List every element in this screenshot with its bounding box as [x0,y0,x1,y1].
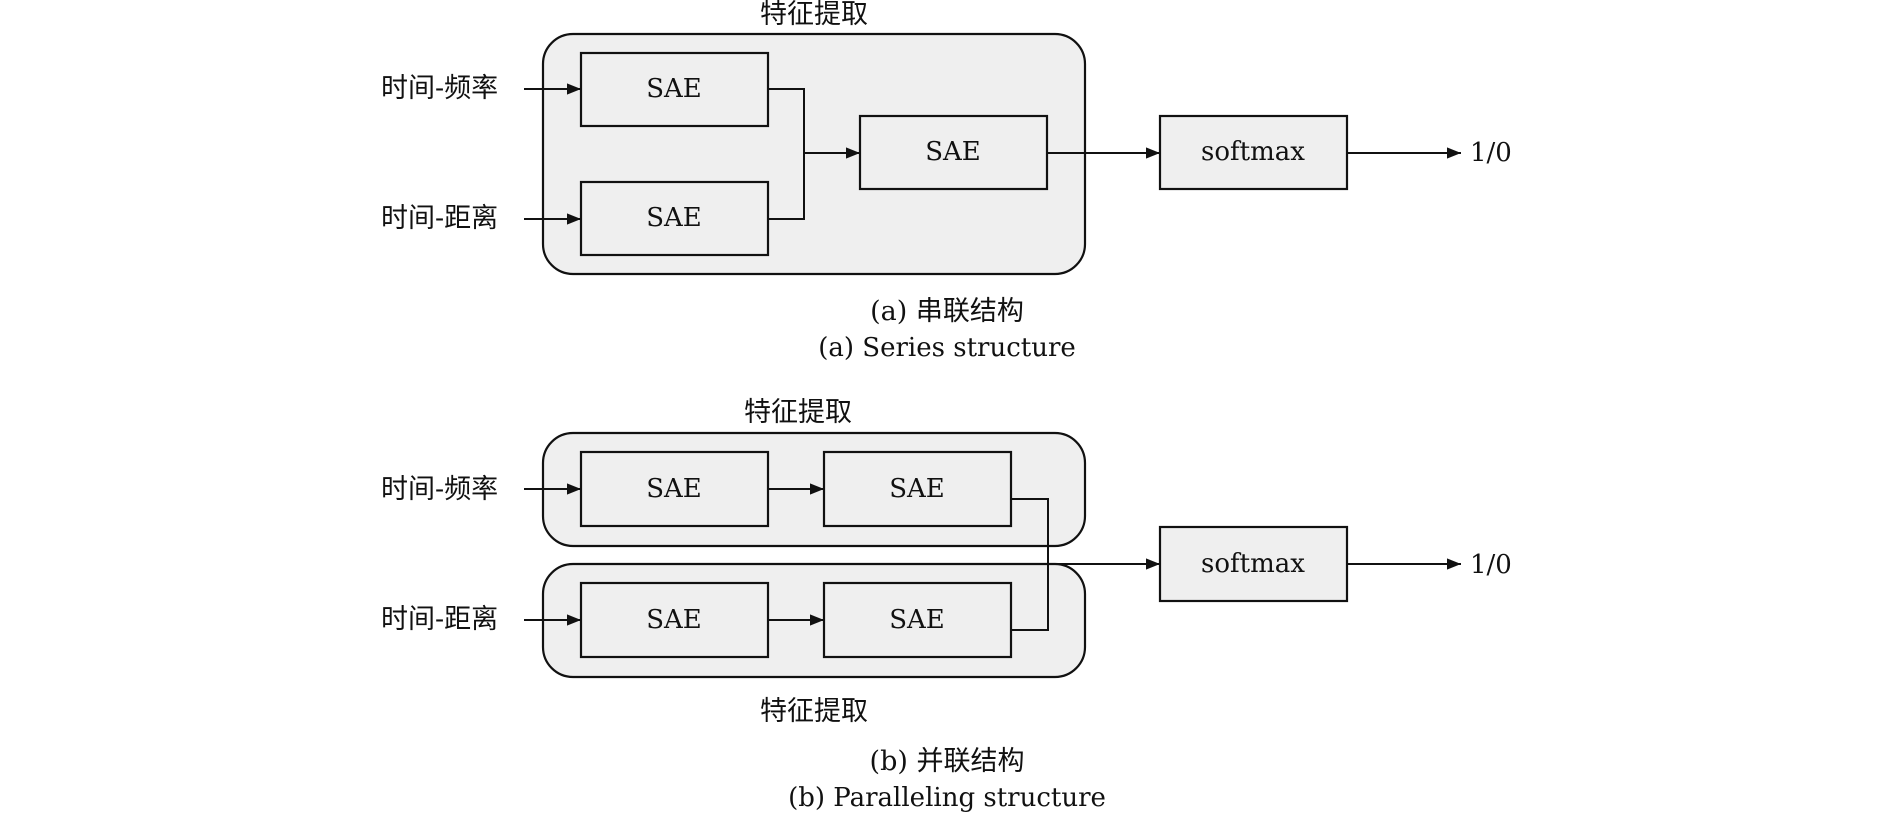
series-sae-top-label: SAE [646,74,702,104]
parallel-softmax-box[interactable] [1158,525,1349,603]
series-input-freq-label: 时间-频率 [381,73,499,104]
series-input-dist-label: 时间-距离 [381,203,499,234]
series-sae-merge-label: SAE [925,137,981,167]
series-connector-top [768,88,805,153]
parallel-connector-bottom [1011,564,1049,631]
series-softmax-box[interactable] [1158,114,1349,191]
parallel-output-label: 1/0 [1470,550,1512,580]
parallel-connector-top [1011,498,1049,564]
series-sae-bottom-box[interactable] [579,180,770,257]
series-caption-en: (a) Series structure [818,333,1076,363]
parallel-caption-cn: (b) 并联结构 [869,746,1025,777]
series-softmax-label: softmax [1201,137,1305,167]
series-output-label: 1/0 [1470,138,1512,168]
series-sae-top-box[interactable] [579,51,770,128]
series-sae-merge-box[interactable] [858,114,1049,191]
parallel-sae-top-2-label: SAE [889,474,945,504]
parallel-softmax-label: softmax [1201,549,1305,579]
parallel-caption-en: (b) Paralleling structure [788,783,1106,813]
parallel-sae-bottom-2-label: SAE [889,605,945,635]
parallel-input-freq-label: 时间-频率 [381,474,499,505]
series-caption-cn: (a) 串联结构 [870,296,1024,327]
series-connector-bottom [768,153,805,220]
series-group-label: 特征提取 [760,0,868,30]
parallel-group-label-top: 特征提取 [744,397,852,428]
parallel-input-dist-label: 时间-距离 [381,604,499,635]
parallel-sae-bottom-1-label: SAE [646,605,702,635]
parallel-group-label-bottom: 特征提取 [760,696,868,727]
parallel-sae-top-1-label: SAE [646,474,702,504]
series-sae-bottom-label: SAE [646,203,702,233]
